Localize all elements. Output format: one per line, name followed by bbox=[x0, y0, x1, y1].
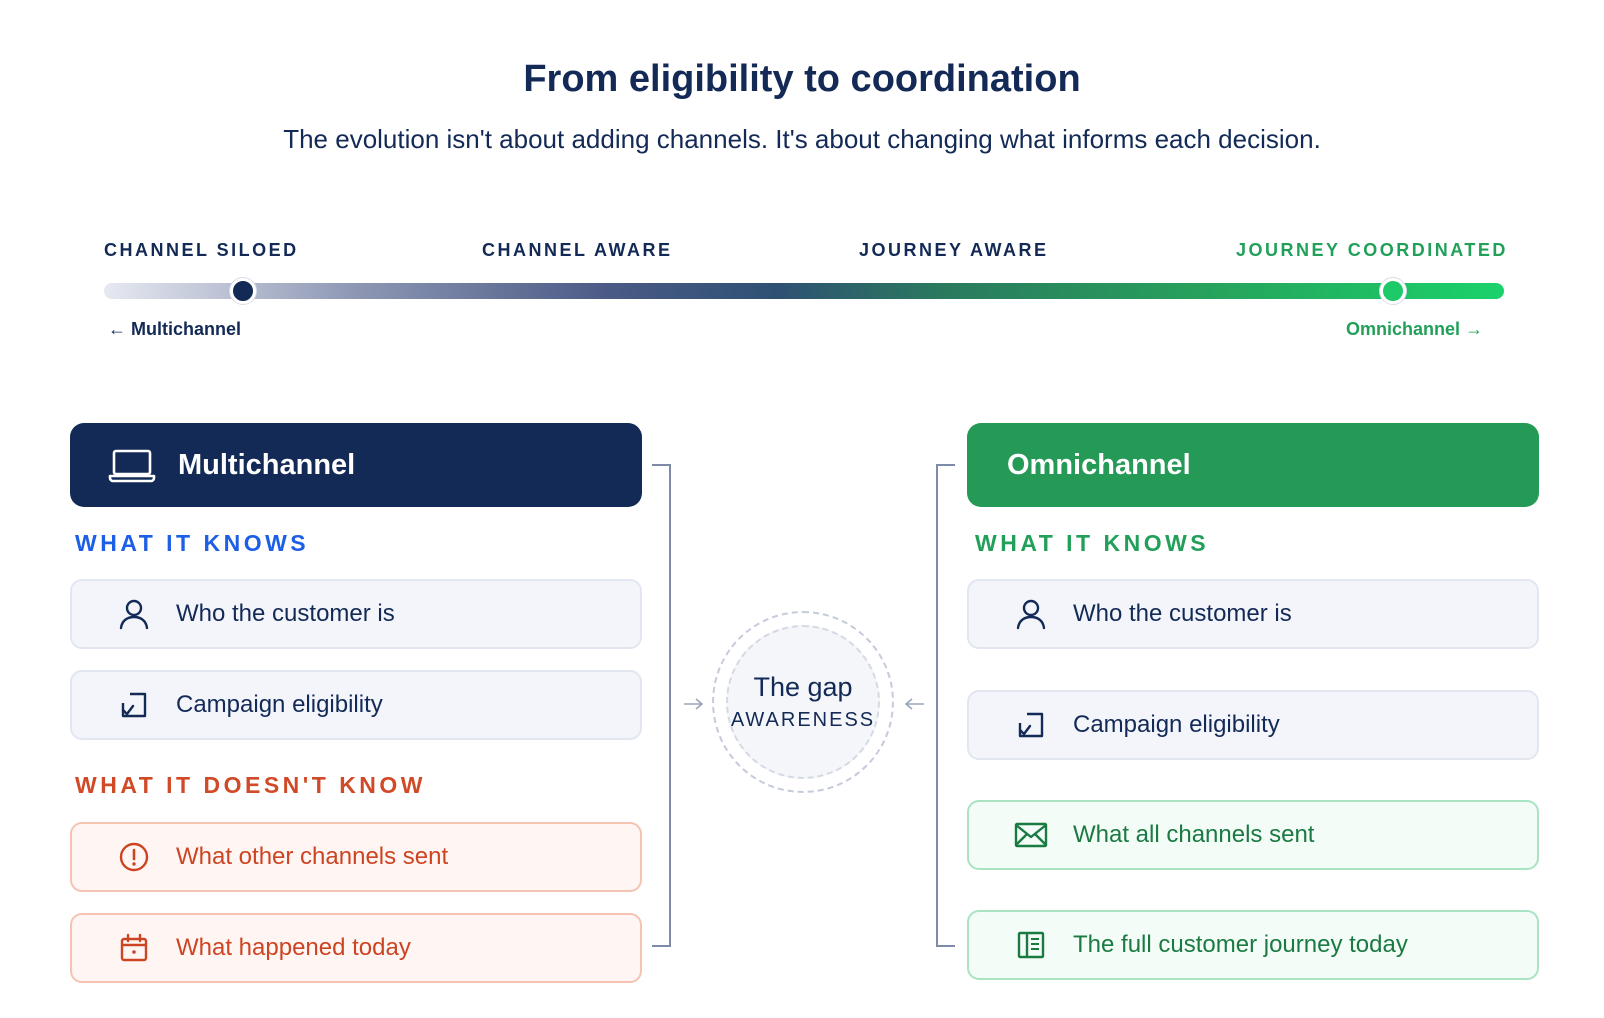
multichannel-doesnt-label: What other channels sent bbox=[176, 843, 449, 870]
omnichannel-knows-label: Who the customer is bbox=[1073, 600, 1292, 627]
spectrum-marker-omnichannel bbox=[1380, 278, 1406, 304]
calendar-icon bbox=[114, 928, 154, 968]
gap-outer-ring bbox=[712, 611, 894, 793]
stage-channel-siloed: CHANNEL SILOED bbox=[104, 240, 299, 260]
user-icon bbox=[114, 594, 154, 634]
gap-title: The gap bbox=[753, 672, 853, 702]
omnichannel-header: Omnichannel bbox=[967, 423, 1539, 507]
spectrum-label-omnichannel: Omnichannel → bbox=[1346, 319, 1484, 339]
multichannel-doesnt-heading: WHAT IT DOESN'T KNOW bbox=[75, 772, 427, 798]
arrow-right-icon bbox=[684, 698, 704, 710]
omnichannel-knows-label: The full customer journey today bbox=[1073, 931, 1408, 958]
laptop-icon bbox=[108, 449, 156, 483]
spectrum-label-multichannel: ← Multichannel bbox=[108, 319, 242, 339]
omnichannel-knows-label: Campaign eligibility bbox=[1073, 711, 1280, 738]
omnichannel-knows-label: What all channels sent bbox=[1073, 821, 1315, 848]
multichannel-knows-item: Campaign eligibility bbox=[70, 670, 642, 740]
multichannel-knows-heading: WHAT IT KNOWS bbox=[75, 530, 310, 556]
gap-subtitle: AWARENESS bbox=[730, 709, 876, 731]
multichannel-doesnt-item: What other channels sent bbox=[70, 822, 642, 892]
omnichannel-knows-item: Who the customer is bbox=[967, 579, 1539, 649]
checkbox-icon bbox=[114, 685, 154, 725]
omnichannel-knows-item: What all channels sent bbox=[967, 800, 1539, 870]
omnichannel-title: Omnichannel bbox=[1007, 448, 1191, 481]
gap-circle: The gap AWARENESS bbox=[726, 625, 880, 779]
multichannel-knows-label: Campaign eligibility bbox=[176, 691, 383, 718]
alert-circle-icon bbox=[114, 837, 154, 877]
multichannel-title: Multichannel bbox=[178, 448, 356, 481]
page-title: From eligibility to coordination bbox=[523, 58, 1081, 100]
user-icon bbox=[1011, 594, 1051, 634]
stage-channel-aware: CHANNEL AWARE bbox=[482, 240, 673, 260]
multichannel-knows-item: Who the customer is bbox=[70, 579, 642, 649]
multichannel-doesnt-label: What happened today bbox=[176, 934, 411, 961]
multichannel-doesnt-item: What happened today bbox=[70, 913, 642, 983]
journal-icon bbox=[1011, 925, 1051, 965]
spectrum-track bbox=[104, 283, 1504, 299]
omnichannel-knows-item: The full customer journey today bbox=[967, 910, 1539, 980]
omnichannel-knows-heading: WHAT IT KNOWS bbox=[975, 530, 1210, 556]
checkbox-icon bbox=[1011, 705, 1051, 745]
stage-journey-coordinated: JOURNEY COORDINATED bbox=[1236, 240, 1508, 260]
spectrum-marker-multichannel bbox=[230, 278, 256, 304]
multichannel-knows-label: Who the customer is bbox=[176, 600, 395, 627]
mail-icon bbox=[1011, 815, 1051, 855]
multichannel-header: Multichannel bbox=[70, 423, 642, 507]
stage-journey-aware: JOURNEY AWARE bbox=[859, 240, 1049, 260]
page-subtitle: The evolution isn't about adding channel… bbox=[283, 124, 1321, 154]
omnichannel-knows-item: Campaign eligibility bbox=[967, 690, 1539, 760]
arrow-left-icon bbox=[904, 698, 924, 710]
